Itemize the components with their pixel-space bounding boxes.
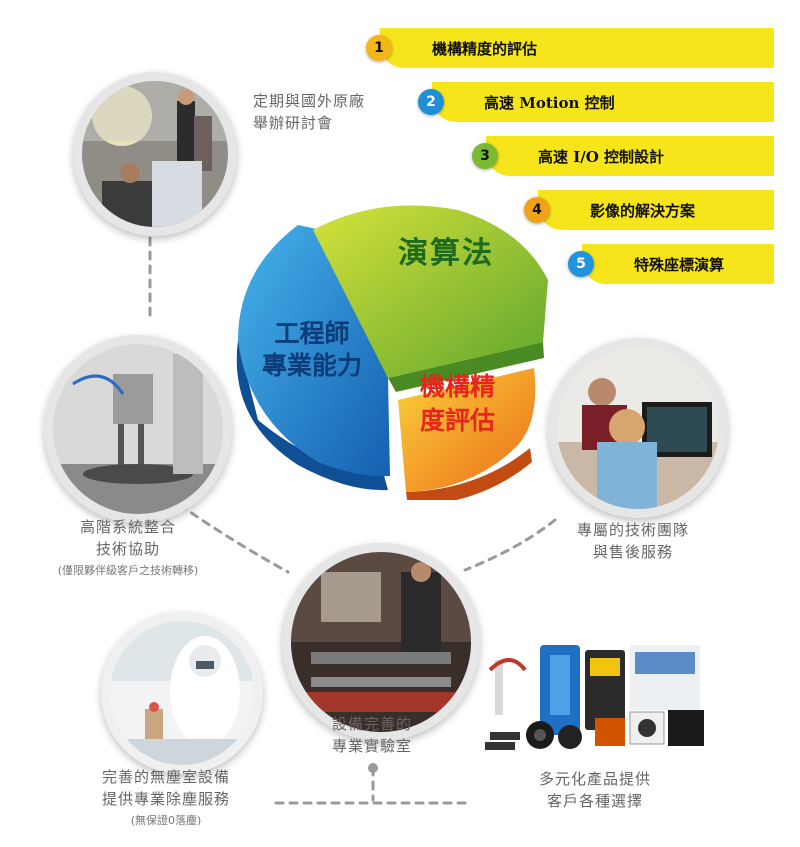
step-5-label: 特殊座標演算 [634,255,725,274]
product-cluster [485,645,704,750]
step-1-label: 機構精度的評估 [432,39,538,58]
cleanroom-caption-line1: 完善的無塵室設備 [101,768,230,786]
step-4-badge: 4 [524,197,550,223]
pie-label-precision: 機構精 度評估 [420,370,495,438]
products-caption-line1: 多元化產品提供 [538,770,651,788]
connector-team-lab [463,518,557,572]
step-1-badge: 1 [366,35,392,61]
lab-photo [282,543,480,741]
integration-caption-note: (僅限夥伴級客戶之技術轉移) [57,564,199,577]
pie-slice-precision-side [406,448,532,500]
seminar-caption-line1: 定期與國外原廠 [253,92,366,110]
cleanroom-caption: 完善的無塵室設備 提供專業除塵服務 (無保證0落塵) [66,766,266,832]
pie-slice-algorithm [313,205,548,378]
step-4-label: 影像的解決方案 [590,201,696,220]
cleanroom-caption-line2: 提供專業除塵服務 [101,790,230,808]
step-5-ribbon: 5 特殊座標演算 [568,244,774,284]
step-2-badge: 2 [418,89,444,115]
pie-label-precision-line2: 度評估 [420,406,496,435]
seminar-caption-line2: 舉辦研討會 [253,114,334,132]
products-caption-line2: 客戶各種選擇 [546,792,643,810]
integration-photo [44,335,232,523]
seminar-caption: 定期與國外原廠 舉辦研討會 [253,90,365,134]
pie-label-precision-line1: 機構精 [420,372,496,401]
cleanroom-photo [101,612,263,774]
step-1-ribbon: 1 機構精度的評估 [366,28,774,68]
connector-integration-lab [178,503,290,574]
step-5-badge: 5 [568,251,594,277]
competency-pie [236,205,548,500]
integration-caption-line1: 高階系統整合 [79,518,176,536]
team-photo [548,338,728,518]
step-3-ribbon: 3 高速 I/O 控制設計 [472,136,774,176]
connector-dot [368,763,378,773]
integration-caption: 高階系統整合 技術協助 (僅限夥伴級客戶之技術轉移) [28,516,228,582]
products-caption: 多元化產品提供 客戶各種選擇 [505,768,685,812]
pie-label-engineer-line2: 專業能力 [262,351,363,380]
lab-caption: 設備完善的 專業實驗室 [300,713,444,757]
team-caption-line1: 專屬的技術團隊 [576,521,689,539]
cleanroom-caption-note: (無保證0落塵) [130,814,202,827]
step-2-label: 高速 Motion 控制 [484,93,615,112]
team-caption: 專屬的技術團隊 與售後服務 [548,519,718,563]
integration-caption-line2: 技術協助 [95,540,160,558]
team-caption-line2: 與售後服務 [592,543,673,561]
pie-label-algorithm: 演算法 [398,236,494,271]
step-3-badge: 3 [472,143,498,169]
pie-label-engineer: 工程師 專業能力 [262,318,362,382]
pie-label-engineer-line1: 工程師 [274,319,350,348]
lab-caption-line2: 專業實驗室 [331,737,412,755]
seminar-photo [73,72,237,236]
step-3-label: 高速 I/O 控制設計 [538,147,665,166]
step-2-ribbon: 2 高速 Motion 控制 [418,82,774,122]
pie-slice-algorithm-side [388,342,544,392]
pie-slice-precision [398,368,536,492]
lab-caption-line1: 設備完善的 [331,715,412,733]
step-4-ribbon: 4 影像的解決方案 [524,190,774,230]
